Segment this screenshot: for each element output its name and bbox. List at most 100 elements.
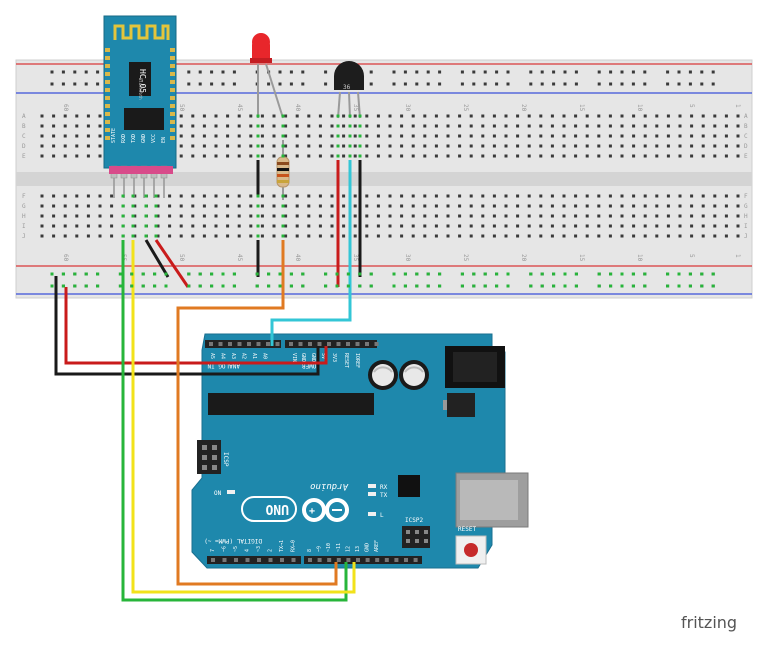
breadboard-hole <box>458 144 462 148</box>
breadboard-center-channel <box>16 172 752 186</box>
breadboard-hole <box>272 144 276 148</box>
active-hole <box>336 114 340 118</box>
breadboard-hole <box>574 134 578 138</box>
breadboard-hole <box>423 204 427 208</box>
pin-label: VIN <box>291 353 297 362</box>
active-rail-hole <box>73 272 77 276</box>
header-pin <box>247 342 251 346</box>
breadboard-hole <box>724 194 728 198</box>
active-hole <box>144 234 148 238</box>
jumper-black-gnd <box>144 239 170 278</box>
active-rail-hole <box>289 272 293 276</box>
rail-hole <box>677 70 681 74</box>
active-hole <box>256 224 260 228</box>
red-led <box>250 33 284 119</box>
breadboard-hole <box>608 234 612 238</box>
breadboard-hole <box>469 214 473 218</box>
breadboard-hole <box>260 214 264 218</box>
breadboard-hole <box>539 224 543 228</box>
rail-hole <box>289 82 293 86</box>
pin-label: GND <box>310 353 316 362</box>
hc05-edge-pad <box>105 112 110 116</box>
icsp2-pin <box>424 530 428 534</box>
breadboard-hole <box>620 234 624 238</box>
breadboard-hole <box>608 204 612 208</box>
breadboard-hole <box>608 154 612 158</box>
breadboard-hole <box>423 144 427 148</box>
breadboard-hole <box>202 114 206 118</box>
breadboard-hole <box>40 224 44 228</box>
breadboard-hole <box>713 234 717 238</box>
row-label: H <box>22 213 26 220</box>
active-rail-hole <box>643 272 647 276</box>
breadboard-hole <box>75 194 79 198</box>
breadboard-hole <box>608 194 612 198</box>
breadboard-hole <box>411 124 415 128</box>
breadboard-hole <box>608 124 612 128</box>
breadboard-hole <box>655 214 659 218</box>
breadboard-hole <box>86 114 90 118</box>
active-hole <box>281 154 285 158</box>
breadboard-hole <box>342 114 346 118</box>
rail-hole <box>50 70 54 74</box>
breadboard-hole <box>446 204 450 208</box>
breadboard-hole <box>295 144 299 148</box>
breadboard-hole <box>191 134 195 138</box>
pin-label: A5 <box>209 353 215 359</box>
breadboard-hole <box>597 144 601 148</box>
breadboard-hole <box>284 114 288 118</box>
reset-button[interactable] <box>464 543 478 557</box>
breadboard-hole <box>260 154 264 158</box>
breadboard-hole <box>423 154 427 158</box>
active-rail-hole <box>483 272 487 276</box>
breadboard-hole <box>202 124 206 128</box>
breadboard-hole <box>492 224 496 228</box>
hc05-header-strip <box>109 166 173 174</box>
hc05-pin-label: GND <box>141 134 147 143</box>
rail-hole <box>369 82 373 86</box>
breadboard-hole <box>40 214 44 218</box>
header-pin <box>298 342 303 346</box>
breadboard-hole <box>353 194 357 198</box>
breadboard-hole <box>214 194 218 198</box>
column-number: 60 <box>62 104 69 112</box>
breadboard-hole <box>666 224 670 228</box>
breadboard-hole <box>678 124 682 128</box>
wires <box>54 160 362 602</box>
breadboard-hole <box>632 154 636 158</box>
breadboard-hole <box>214 124 218 128</box>
breadboard-hole <box>434 144 438 148</box>
active-rail-hole <box>267 272 271 276</box>
breadboard-hole <box>527 154 531 158</box>
breadboard-hole <box>736 114 740 118</box>
breadboard-hole <box>620 114 624 118</box>
rail-hole <box>278 70 282 74</box>
pin-label: RESET <box>343 353 349 368</box>
active-rail-hole <box>597 284 601 288</box>
breadboard-hole <box>388 124 392 128</box>
breadboard-hole <box>179 154 183 158</box>
breadboard-hole <box>179 214 183 218</box>
breadboard-hole <box>434 124 438 128</box>
breadboard-hole <box>458 154 462 158</box>
breadboard-hole <box>156 224 160 228</box>
row-label: F <box>22 193 26 200</box>
breadboard-hole <box>98 134 102 138</box>
breadboard-hole <box>191 124 195 128</box>
breadboard-hole <box>249 144 253 148</box>
active-hole <box>281 224 285 228</box>
breadboard-hole <box>539 214 543 218</box>
breadboard-hole <box>527 124 531 128</box>
breadboard-hole <box>342 214 346 218</box>
breadboard-hole <box>249 194 253 198</box>
active-rail-hole <box>688 272 692 276</box>
hc05-pin-label: TXD <box>131 134 137 143</box>
breadboard-hole <box>620 144 624 148</box>
hc05-title: HC-05 <box>138 69 147 93</box>
breadboard-hole <box>191 144 195 148</box>
breadboard-hole <box>527 194 531 198</box>
breadboard-hole <box>260 114 264 118</box>
breadboard-hole <box>156 194 160 198</box>
tx-label: TX <box>380 492 388 499</box>
breadboard-hole <box>52 214 56 218</box>
